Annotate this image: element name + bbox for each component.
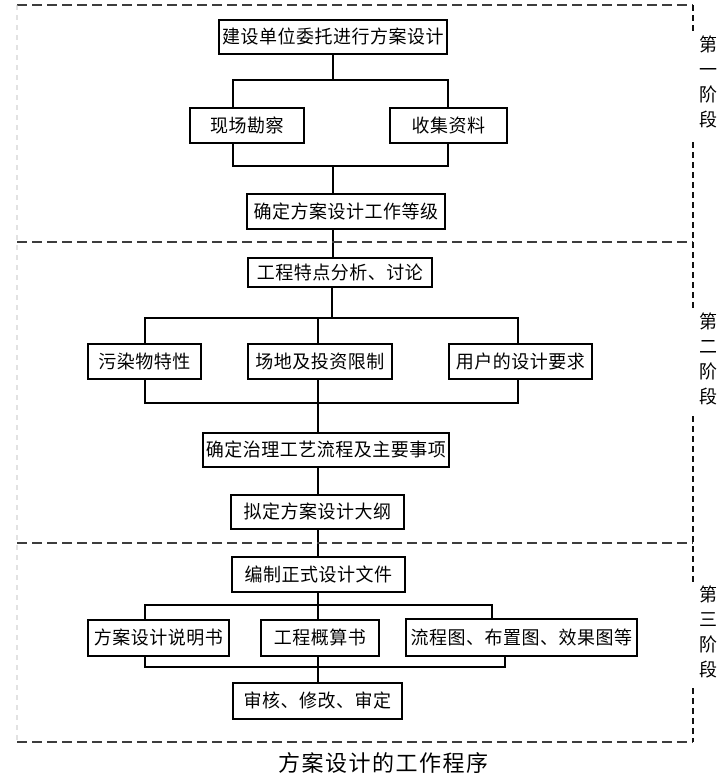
flow-connector-lines: [144, 54, 519, 683]
flow-node-diagrams-drawings: 流程图、布置图、效果图等: [405, 618, 638, 657]
flow-node-feature-analysis: 工程特点分析、讨论: [247, 257, 433, 288]
flow-node-pollutant-characteristics: 污染物特性: [87, 343, 202, 380]
flow-node-site-survey: 现场勘察: [189, 107, 305, 144]
stage-label-1: 第一阶段: [694, 35, 720, 139]
flow-node-project-estimate: 工程概算书: [260, 619, 380, 657]
flow-node-formal-documents: 编制正式设计文件: [231, 556, 406, 593]
stage-label-2: 第二阶段: [694, 312, 720, 416]
flow-node-collect-data: 收集资料: [389, 107, 508, 144]
flow-node-client-entrust: 建设单位委托进行方案设计: [218, 19, 448, 55]
flow-node-treatment-process: 确定治理工艺流程及主要事项: [202, 432, 450, 468]
flow-node-design-work-grade: 确定方案设计工作等级: [246, 193, 446, 230]
flow-node-user-design-requirements: 用户的设计要求: [448, 343, 593, 380]
stage-label-3: 第三阶段: [694, 585, 720, 689]
flow-node-design-outline: 拟定方案设计大纲: [230, 494, 405, 530]
flow-node-review-revise-finalize: 审核、修改、审定: [232, 682, 403, 720]
flow-node-site-investment-limits: 场地及投资限制: [247, 343, 393, 380]
flow-node-design-description: 方案设计说明书: [87, 619, 230, 657]
figure-caption: 方案设计的工作程序: [278, 751, 490, 776]
